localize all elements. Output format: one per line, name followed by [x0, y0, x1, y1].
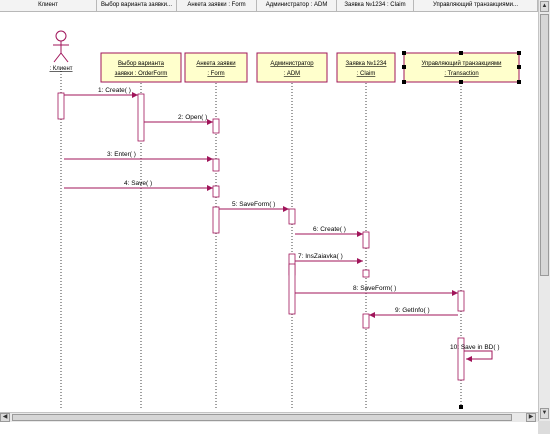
message-label-7[interactable]: 7: InsZaiavka( )	[298, 253, 343, 260]
message-label-10[interactable]: 10: Save in BD( )	[450, 344, 500, 351]
object-name-line2: : Claim	[357, 71, 376, 77]
column-header-4[interactable]: Администратор : ADM	[257, 0, 337, 11]
activation-bar	[212, 158, 220, 172]
sequence-diagram-canvas[interactable]: Выбор варианта заявки : OrderForm Анкета з…	[0, 11, 538, 412]
activation-bar	[457, 290, 465, 312]
object-name-line2: : ADM	[284, 71, 300, 77]
selection-handle[interactable]	[402, 51, 406, 55]
object-box-4[interactable]	[336, 52, 396, 83]
actor-leg-right	[60, 52, 69, 63]
activation-bar	[457, 337, 465, 381]
column-header-5[interactable]: Заявка №1234 : Claim	[337, 0, 414, 11]
column-header-1[interactable]: Клиент	[0, 0, 97, 11]
scroll-up-arrow-icon[interactable]: ▲	[540, 1, 549, 12]
actor-head-icon	[55, 30, 67, 42]
activation-bar	[362, 231, 370, 249]
activation-bar	[57, 92, 65, 120]
column-header-3[interactable]: Анкета заявки : Form	[177, 0, 257, 11]
selection-handle[interactable]	[459, 51, 463, 55]
activation-bar	[212, 206, 220, 234]
message-label-8[interactable]: 8: SaveForm( )	[353, 285, 396, 292]
actor-leg-left	[53, 52, 62, 63]
object-name-line2: : Form	[207, 71, 224, 77]
message-label-5[interactable]: 5: SaveForm( )	[232, 201, 275, 208]
activation-bar	[212, 118, 220, 134]
scroll-right-arrow-icon[interactable]: ▶	[526, 413, 536, 422]
message-label-4[interactable]: 4: Save( )	[124, 180, 152, 187]
object-box-3[interactable]	[256, 52, 328, 83]
activation-bar	[212, 185, 220, 198]
message-label-2[interactable]: 2: Open( )	[178, 114, 207, 121]
horizontal-scrollbar[interactable]: ◀ ▶	[0, 412, 538, 422]
object-name-line1: Выбор варианта	[118, 61, 165, 67]
vertical-scrollbar[interactable]: ▲ ▼	[538, 0, 550, 421]
object-name-line1: Заявка №1234	[346, 60, 388, 67]
object-name-line2: : Transaction	[444, 71, 478, 77]
selection-handle[interactable]	[517, 65, 521, 69]
scroll-left-arrow-icon[interactable]: ◀	[0, 413, 10, 422]
object-box-2[interactable]	[184, 52, 248, 83]
object-name-line2: заявки : OrderForm	[115, 71, 168, 77]
activation-bar	[288, 208, 296, 225]
message-label-1[interactable]: 1: Create( )	[98, 87, 131, 94]
vertical-scroll-thumb[interactable]	[540, 14, 549, 276]
selection-handle[interactable]	[459, 405, 463, 409]
scroll-down-arrow-icon[interactable]: ▼	[540, 408, 549, 419]
activation-bar	[362, 269, 370, 278]
selection-handle[interactable]	[517, 80, 521, 84]
column-header-2[interactable]: Выбор варианта заявки...	[97, 0, 177, 11]
message-label-3[interactable]: 3: Enter( )	[107, 151, 136, 158]
scrollbar-corner	[538, 421, 550, 434]
actor-name[interactable]: : Клиент	[49, 66, 72, 72]
sequence-diagram: Выбор варианта заявки : OrderForm Анкета з…	[49, 30, 521, 409]
selection-handle[interactable]	[402, 80, 406, 84]
column-header-6[interactable]: Управляющий транзакциями...	[414, 0, 538, 11]
object-name-line1: Администратор	[270, 61, 314, 67]
message-arrow-10[interactable]	[464, 350, 493, 362]
selection-handle[interactable]	[402, 65, 406, 69]
selection-handle[interactable]	[459, 80, 463, 84]
object-box-5[interactable]	[403, 52, 520, 83]
activation-bar	[288, 263, 296, 315]
horizontal-scroll-thumb[interactable]	[12, 414, 512, 421]
activation-bar	[137, 93, 145, 142]
object-name-line1: Управляющий транзакциями	[421, 60, 501, 67]
object-box-1[interactable]	[100, 52, 182, 83]
selection-handle[interactable]	[517, 51, 521, 55]
message-label-9[interactable]: 9: GetInfo( )	[395, 307, 430, 314]
message-label-6[interactable]: 6: Create( )	[313, 226, 346, 233]
object-name-line1: Анкета заявки	[196, 61, 235, 67]
activation-bar	[362, 313, 370, 329]
